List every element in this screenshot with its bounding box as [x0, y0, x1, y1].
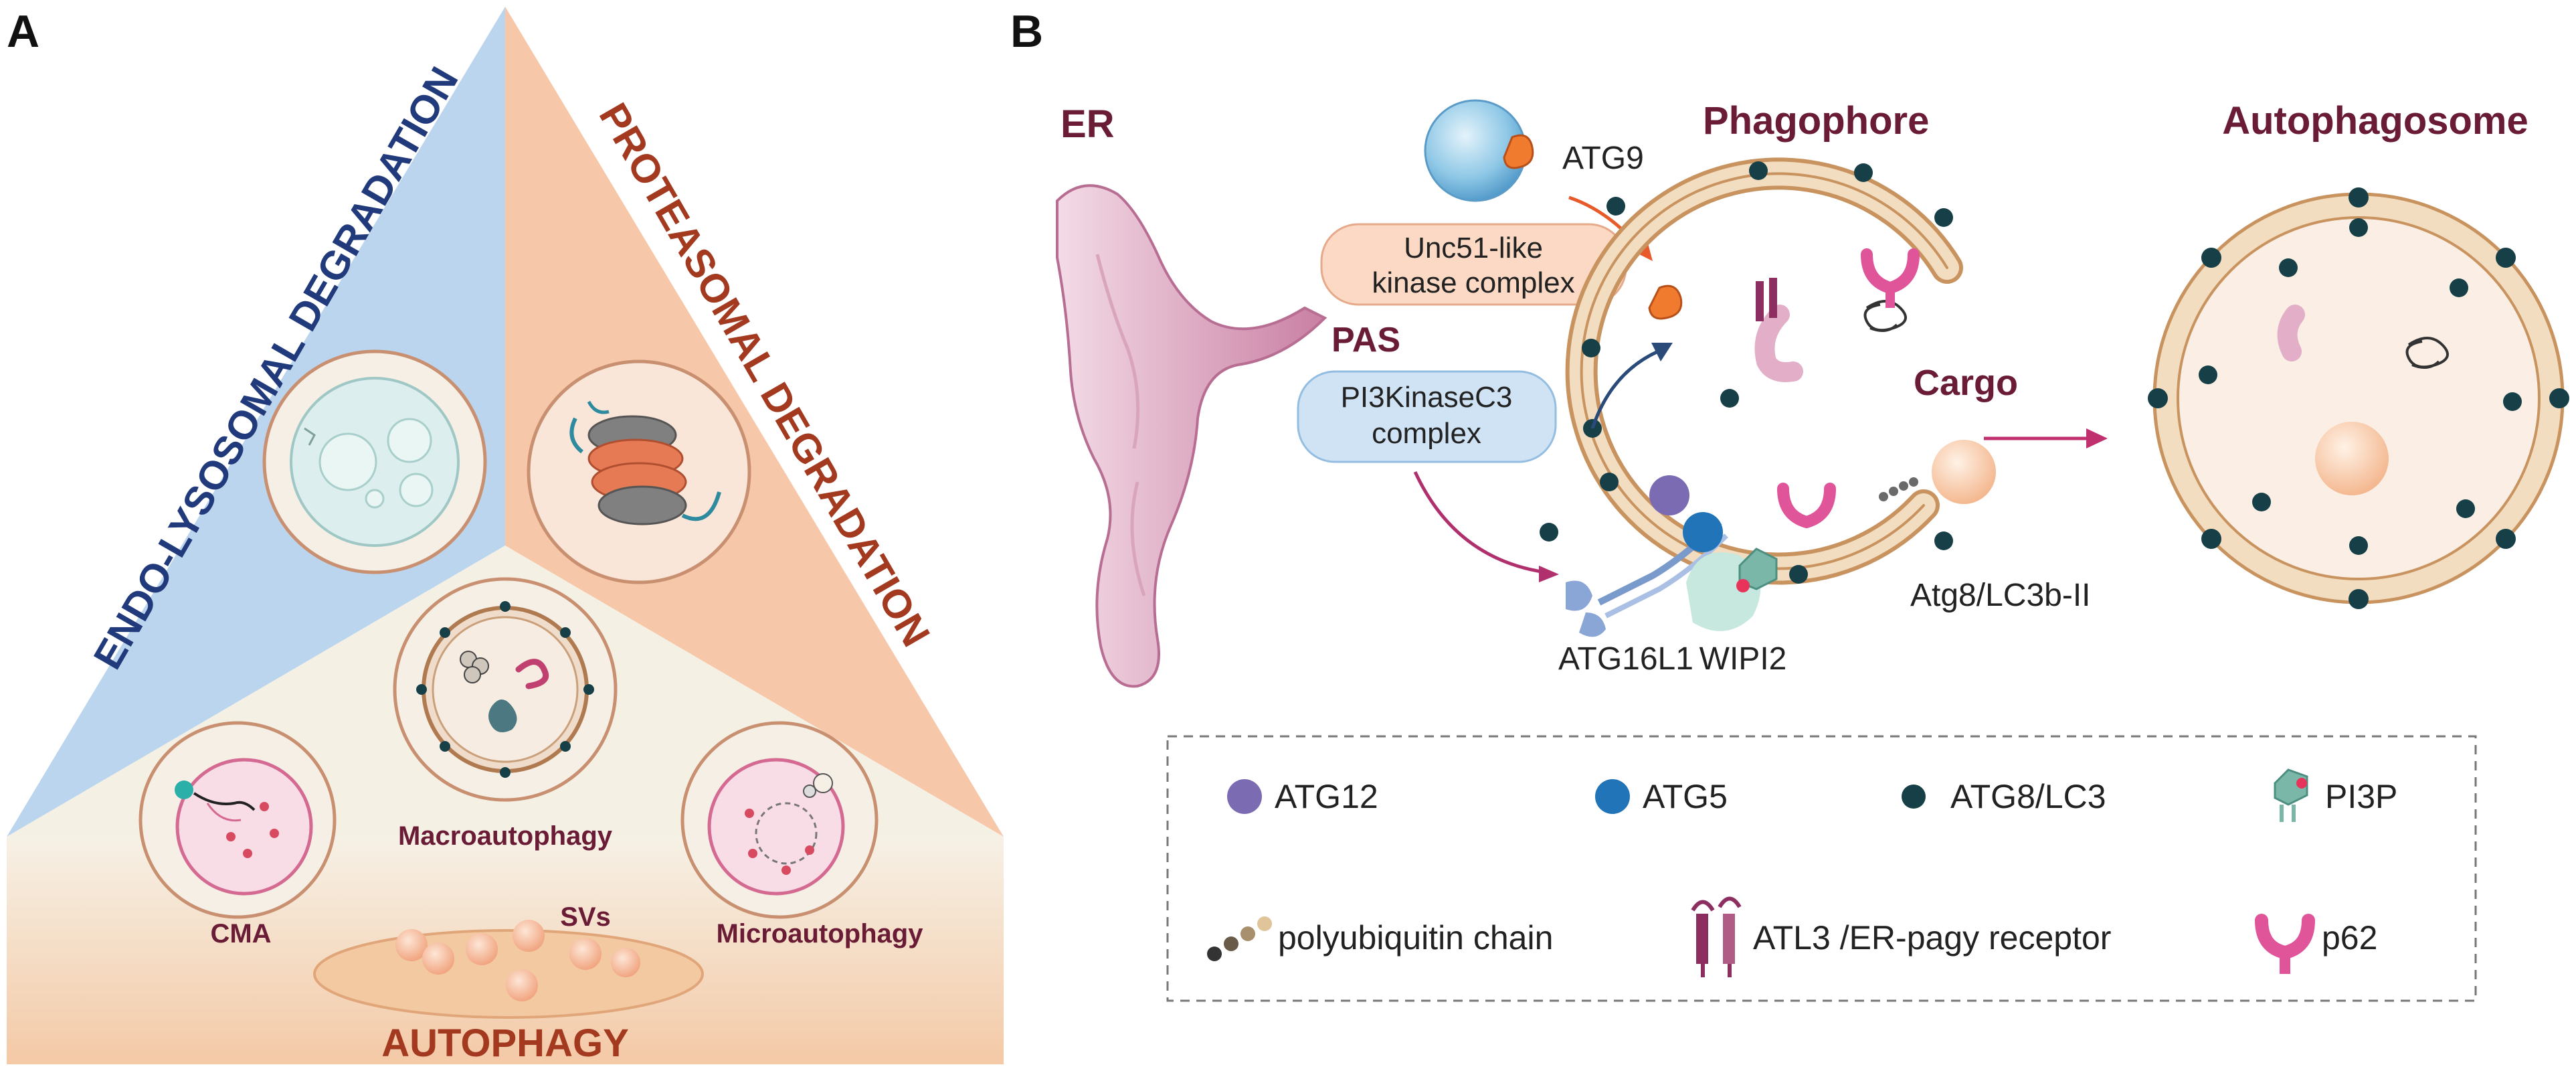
atg16l1-complex	[1566, 343, 1778, 637]
atg16l1-label: ATG16L1	[1558, 641, 1693, 677]
microautophagy-label: Microautophagy	[717, 919, 924, 949]
unc51-line1: Unc51-like	[1404, 232, 1543, 264]
atg9-on-phagophore	[1648, 284, 1683, 320]
pi3k-complex-box: PI3KinaseC3 complex	[1297, 370, 1557, 463]
legend-polyubiquitin: polyubiquitin chain	[1278, 919, 1553, 957]
pi3k-line2: complex	[1372, 417, 1481, 450]
cargo-sphere	[1932, 440, 1996, 504]
legend-pi3p-marker	[2274, 768, 2308, 822]
macroautophagy-illustration	[393, 577, 618, 802]
autophagy-title: AUTOPHAGY	[381, 1021, 629, 1065]
pas-label: PAS	[1331, 321, 1400, 359]
pi3k-arrow	[1413, 471, 1546, 574]
wipi2-label: WIPI2	[1699, 641, 1787, 677]
autophagosome-label: Autophagosome	[2222, 99, 2528, 143]
endolysosome-illustration	[262, 349, 487, 574]
panel-b: B ER PAS ATG9 Unc51-like kinase complex …	[1010, 6, 2569, 1002]
legend-atg8-lc3: ATG8/LC3	[1950, 778, 2106, 815]
atg9-label: ATG9	[1562, 141, 1644, 176]
cargo-label: Cargo	[1914, 363, 2018, 403]
legend-polyubiquitin-marker	[1207, 916, 1272, 961]
proteasome-illustration	[527, 359, 751, 584]
phagophore-lc3-dots	[1540, 161, 1953, 584]
er-fragment-cargo	[1754, 305, 1803, 382]
er-label: ER	[1061, 102, 1115, 146]
microautophagy-illustration	[680, 721, 879, 919]
legend: ATG12 ATG5 ATG8/LC3 PI3P polyubiquitin c…	[1166, 735, 2477, 1002]
legend-atg8-marker	[1902, 785, 1926, 809]
pi3k-line1: PI3KinaseC3	[1341, 381, 1513, 414]
endo-lysosomal-sector	[7, 7, 505, 837]
cma-illustration	[139, 721, 337, 919]
protein-aggregate	[1863, 300, 1907, 332]
legend-atg5: ATG5	[1643, 778, 1728, 815]
er-membrane	[1056, 184, 1327, 688]
macroautophagy-label: Macroautophagy	[398, 821, 613, 851]
p62-upper	[1861, 248, 1920, 295]
legend-atg12: ATG12	[1275, 778, 1378, 815]
svs-illustration	[313, 920, 704, 1019]
legend-atg5-marker	[1595, 779, 1630, 814]
legend-p62-marker	[2255, 914, 2315, 974]
unc51-complex-box: Unc51-like kinase complex	[1320, 223, 1627, 306]
panel-a: A ENDO-LYSOSOMAL DEGRADATION PROTEASOMAL…	[7, 6, 1004, 1065]
proteasomal-sector	[505, 7, 1004, 837]
legend-atg12-marker	[1227, 779, 1262, 814]
legend-atl3-marker	[1691, 896, 1742, 977]
atg9-vesicle	[1424, 99, 1534, 202]
legend-atl3: ATL3 /ER-pagy receptor	[1753, 919, 2111, 957]
atg8-lc3b-label: Atg8/LC3b-II	[1910, 578, 2090, 613]
panel-b-letter: B	[1010, 6, 1043, 57]
p62-lower	[1777, 483, 1836, 529]
autophagosome-lc3-dots	[2148, 187, 2569, 609]
svs-label: SVs	[560, 902, 611, 932]
atl3-in-phagophore	[1756, 278, 1777, 321]
polyubiquitin-on-cargo	[1879, 477, 1918, 501]
cma-label: CMA	[210, 919, 271, 949]
legend-p62: p62	[2322, 919, 2377, 957]
panel-a-letter: A	[7, 6, 39, 57]
phagophore-label: Phagophore	[1703, 99, 1929, 143]
macro-lc3-dots	[416, 601, 594, 778]
legend-pi3p: PI3P	[2325, 778, 2397, 815]
unc51-line2: kinase complex	[1372, 266, 1574, 299]
